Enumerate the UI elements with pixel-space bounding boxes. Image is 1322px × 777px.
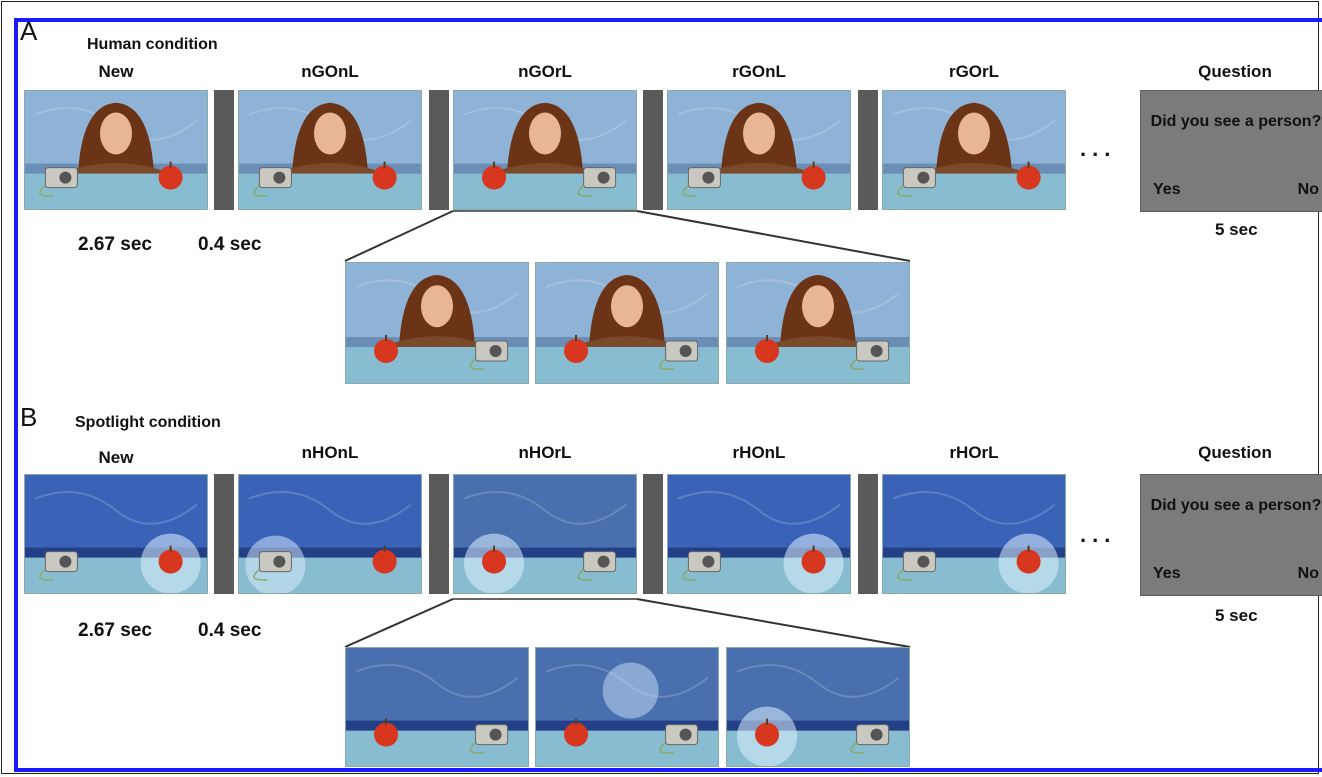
blank-duration: 0.4 sec [198, 620, 261, 642]
question-box: Did you see a person? Yes No [1140, 474, 1322, 596]
zoom-frame [345, 647, 529, 767]
frame-label: New [24, 448, 208, 468]
frame-duration: 2.67 sec [78, 620, 152, 642]
question-label: Question [1140, 443, 1322, 463]
frame-label: rHOnL [667, 443, 851, 463]
stimulus-frame [453, 474, 637, 594]
frame-label: nHOrL [453, 443, 637, 463]
yes-option: Yes [1153, 565, 1181, 583]
zoom-frame [345, 262, 529, 384]
zoom-frame [726, 262, 910, 384]
panel-letter: B [20, 402, 37, 433]
question-text: Did you see a person? [1141, 495, 1322, 517]
condition-title: Spotlight condition [75, 414, 221, 432]
blank-interval [214, 474, 234, 594]
blank-interval [858, 474, 878, 594]
frame-label: nHOnL [238, 443, 422, 463]
question-duration: 5 sec [1215, 606, 1258, 626]
stimulus-frame [882, 474, 1066, 594]
zoom-frame [726, 647, 910, 767]
ellipsis: ... [1080, 522, 1116, 548]
no-option: No [1298, 565, 1319, 583]
stimulus-frame [667, 474, 851, 594]
frame-label: rHOrL [882, 443, 1066, 463]
stimulus-frame [24, 474, 208, 594]
blank-interval [429, 474, 449, 594]
blank-interval [643, 474, 663, 594]
zoom-frame [535, 262, 719, 384]
zoom-frame [535, 647, 719, 767]
stimulus-frame [238, 474, 422, 594]
